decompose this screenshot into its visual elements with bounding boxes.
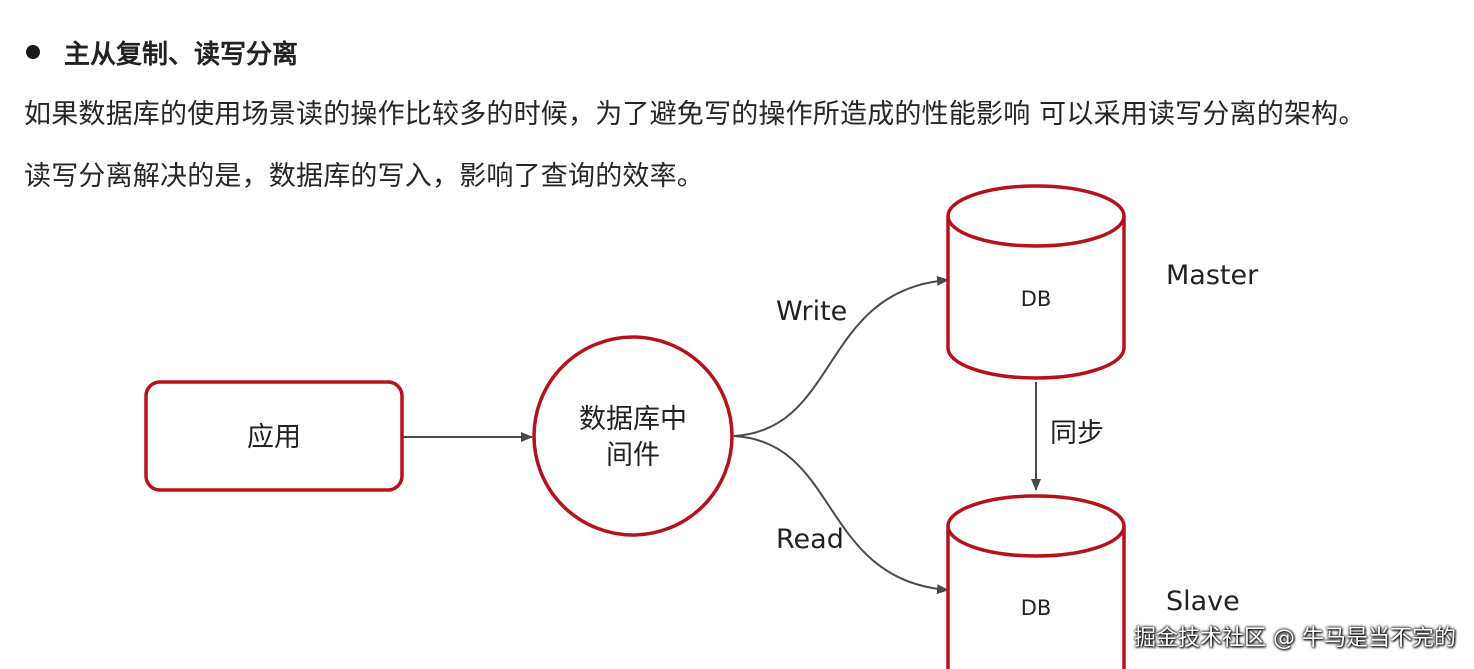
paragraph-2: 读写分离解决的是，数据库的写入，影响了查询的效率。 [24, 161, 704, 192]
middleware-label-line2: 间件 [606, 440, 660, 471]
middleware-circle [532, 335, 734, 537]
middleware-node: 数据库中 间件 [532, 335, 734, 537]
section-heading: 主从复制、读写分离 [26, 30, 298, 74]
paragraph-1: 如果数据库的使用场景读的操作比较多的时候，为了避免写的操作所造成的性能影响 可以… [24, 99, 1366, 130]
sync-label: 同步 [1050, 418, 1104, 449]
slave-db-label: DB [1021, 596, 1052, 620]
master-name: Master [1166, 260, 1259, 291]
watermark: 掘金技术社区 @ 牛马是当不完的 [1134, 626, 1456, 651]
app-node: 应用 [144, 380, 404, 492]
bullet-icon [26, 45, 40, 59]
slave-db-body [946, 526, 1126, 669]
read-label: Read [776, 524, 844, 555]
heading-text: 主从复制、读写分离 [64, 39, 299, 70]
middleware-label-line1: 数据库中 [579, 404, 687, 435]
slave-db: DB [946, 494, 1126, 669]
write-label: Write [776, 296, 847, 327]
app-label: 应用 [247, 422, 301, 453]
master-db-body [946, 216, 1126, 380]
app-box [144, 380, 404, 492]
master-db: DB [946, 184, 1126, 380]
master-db-top [946, 184, 1126, 248]
master-db-label: DB [1021, 287, 1052, 311]
write-arrow [733, 275, 949, 437]
read-arrow [733, 435, 949, 595]
slave-db-top [946, 494, 1126, 558]
slave-name: Slave [1166, 586, 1240, 617]
